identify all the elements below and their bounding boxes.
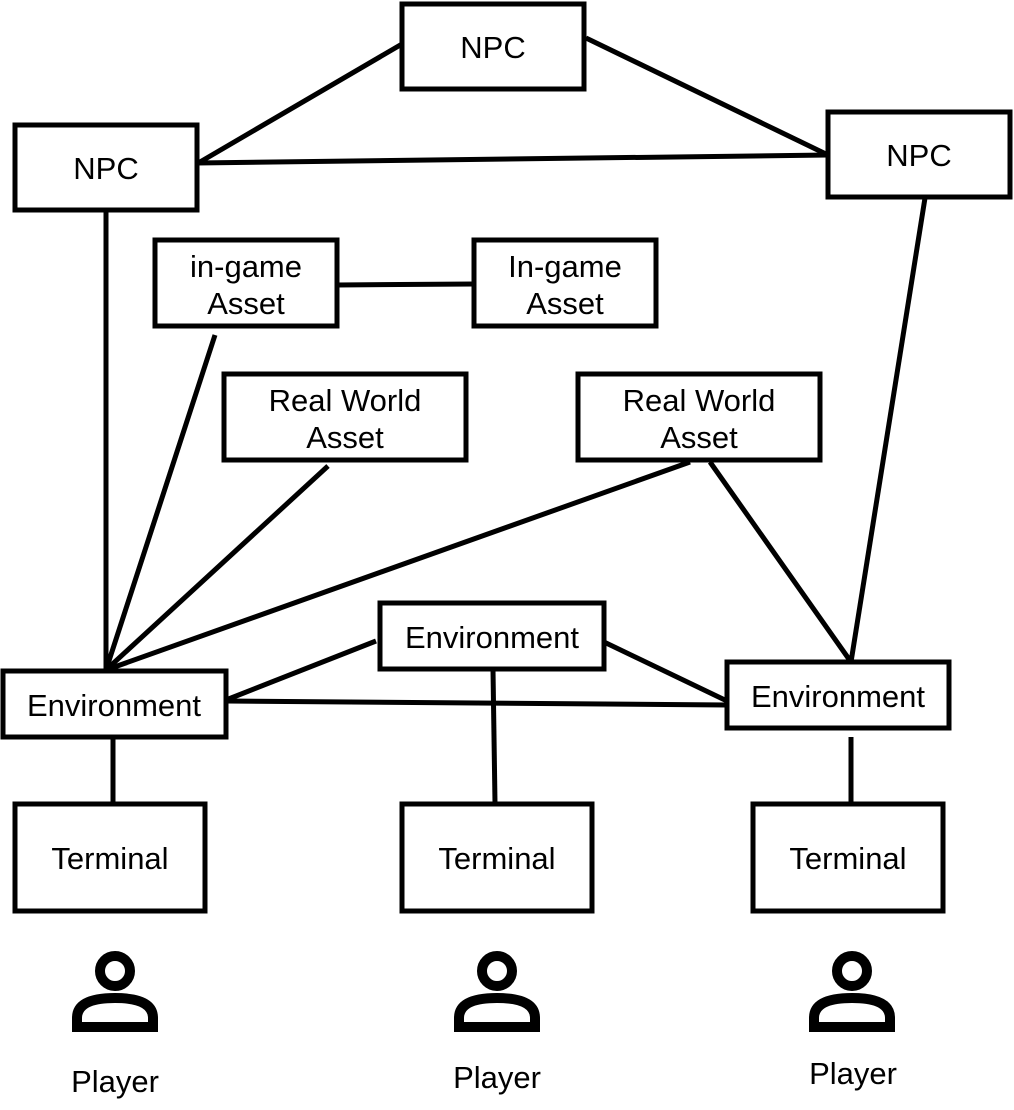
- connections: [103, 35, 928, 804]
- edge-npc-top-npc-left: [198, 41, 404, 165]
- real-asset-right-node: Real World Asset: [575, 371, 823, 463]
- terminal-right-label: Terminal: [789, 841, 906, 876]
- env-left-label: Environment: [27, 688, 201, 723]
- npc-top-label: NPC: [460, 30, 525, 65]
- terminal-left-label: Terminal: [51, 841, 168, 876]
- env-right-node: Environment: [724, 659, 952, 731]
- player-right-label: Player: [809, 1056, 897, 1091]
- edge-ingame-assets: [336, 281, 475, 288]
- edge-env-center-terminal-center: [490, 669, 498, 804]
- user-icon: [72, 951, 158, 1032]
- npc-right-label: NPC: [886, 138, 951, 173]
- player-center-label: Player: [453, 1060, 541, 1095]
- real-asset-left-line1: Real World: [269, 383, 422, 418]
- npc-left-label: NPC: [73, 151, 138, 186]
- edge-real-asset-right-env-right: [707, 460, 854, 664]
- env-center-node: Environment: [377, 600, 607, 672]
- edge-env-center-env-right: [602, 639, 729, 704]
- terminal-center-label: Terminal: [438, 841, 555, 876]
- ingame-asset-right-node: In-game Asset: [471, 237, 659, 329]
- npc-left-node: NPC: [12, 122, 200, 213]
- ingame-asset-right-line2: Asset: [526, 286, 604, 321]
- terminal-left-node: Terminal: [12, 801, 208, 914]
- terminal-center-node: Terminal: [399, 801, 595, 914]
- real-asset-right-line1: Real World: [623, 383, 776, 418]
- real-asset-left-node: Real World Asset: [221, 371, 469, 463]
- ingame-asset-left-line1: in-game: [190, 249, 302, 284]
- env-left-node: Environment: [0, 668, 229, 740]
- edge-env-center-env-left: [225, 638, 377, 703]
- user-icon: [454, 951, 540, 1032]
- ingame-asset-left-line2: Asset: [207, 286, 285, 321]
- npc-top-node: NPC: [399, 1, 587, 92]
- env-right-label: Environment: [751, 679, 925, 714]
- edge-real-asset-left-env-left: [104, 464, 330, 672]
- terminal-right-node: Terminal: [750, 801, 946, 914]
- edge-ingame-asset-env-left: [103, 334, 218, 671]
- player-left-label: Player: [71, 1064, 159, 1099]
- edge-env-left-env-right: [225, 698, 728, 708]
- ingame-asset-right-line1: In-game: [508, 249, 622, 284]
- edge-npc-right-env-right: [848, 197, 928, 663]
- env-center-label: Environment: [405, 620, 579, 655]
- edge-real-asset-right-env-left: [105, 459, 691, 673]
- npc-right-node: NPC: [825, 109, 1013, 200]
- real-asset-left-line2: Asset: [306, 420, 384, 455]
- edge-npc-top-npc-right: [584, 35, 830, 158]
- edge-npc-left-npc-right: [196, 152, 829, 166]
- user-icon: [809, 951, 895, 1032]
- real-asset-right-line2: Asset: [660, 420, 738, 455]
- ingame-asset-left-node: in-game Asset: [152, 237, 340, 329]
